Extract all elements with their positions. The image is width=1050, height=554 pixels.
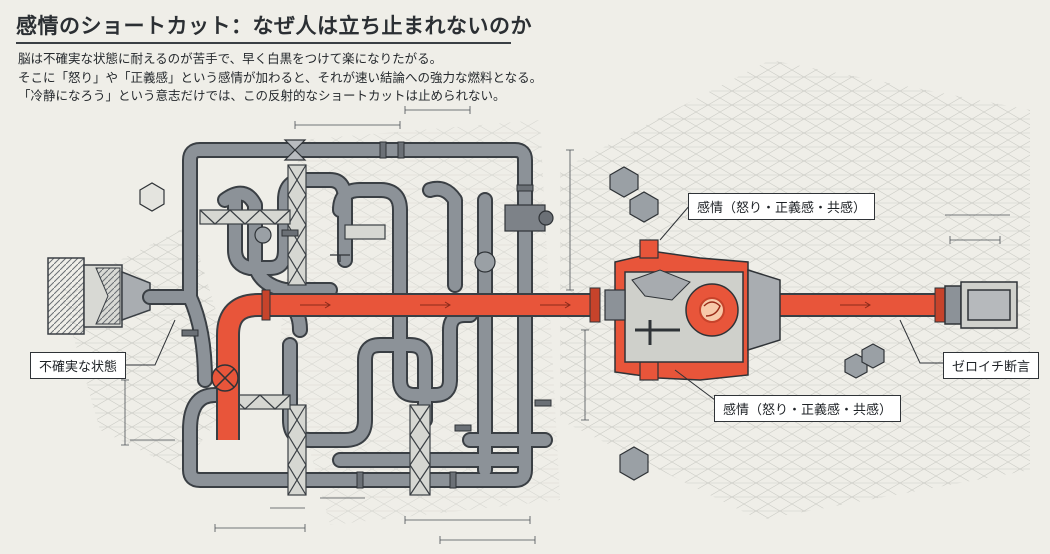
cube-icon — [139, 166, 885, 481]
leader-lines — [125, 204, 943, 401]
inlet-duct — [47, 257, 151, 335]
page-title: 感情のショートカット：なぜ人は立ち止まれないのか — [16, 14, 532, 38]
red-valve-icon — [211, 364, 239, 392]
description: 脳は不確実な状態に耐えるのが苦手で、早く白黒をつけて楽になりたがる。 そこに「怒… — [18, 50, 542, 106]
label-input: 不確実な状態 — [30, 352, 127, 379]
label-emotion-top: 感情（怒り・正義感・共感） — [688, 193, 876, 220]
grid-right — [560, 60, 1030, 520]
dimension-lines — [121, 106, 1010, 544]
heart-engine-icon — [604, 239, 781, 381]
description-line: 「冷静になろう」という意志だけでは、この反射的なショートカットは止められない。 — [18, 88, 506, 103]
description-line: 脳は不確実な状態に耐えるのが苦手で、早く白黒をつけて楽になりたがる。 — [18, 51, 443, 66]
label-output: ゼロイチ断言 — [943, 352, 1040, 379]
label-emotion-bottom: 感情（怒り・正義感・共感） — [714, 395, 902, 422]
flow-arrows — [300, 301, 871, 309]
title-underline — [16, 42, 511, 44]
outlet-box-icon — [944, 281, 1018, 329]
description-line: そこに「怒り」や「正義感」という感情が加わると、それが速い結論への強力な燃料とな… — [18, 69, 543, 85]
lattice-supports — [199, 164, 431, 496]
valve-icon — [254, 139, 554, 273]
grid-left — [60, 225, 240, 470]
